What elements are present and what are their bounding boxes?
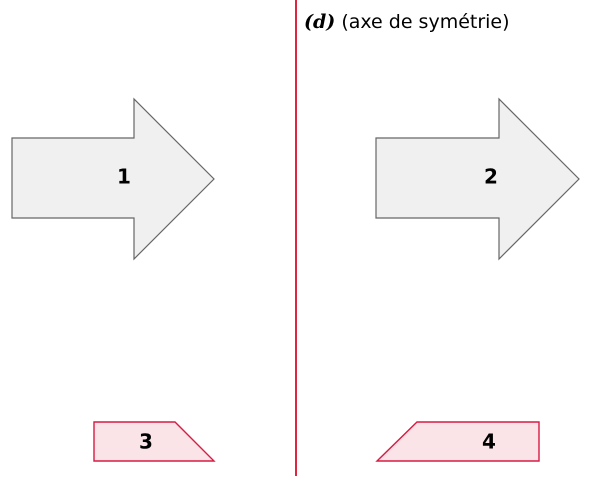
arrow-shape-1 xyxy=(11,97,215,261)
arrow-label-1: 1 xyxy=(117,165,131,189)
arrow-label-2: 2 xyxy=(484,165,498,189)
trapezoid-label-3: 3 xyxy=(139,430,153,454)
axis-name: (d) xyxy=(304,11,336,33)
axis-caption-text: (axe de symétrie) xyxy=(341,11,510,33)
trapezoid-shape-4 xyxy=(375,421,540,462)
axis-caption: (d) (axe de symétrie) xyxy=(304,10,510,34)
trapezoid-shape-3 xyxy=(93,421,216,462)
trapezoid-label-4: 4 xyxy=(482,430,496,454)
arrow-shape-2 xyxy=(375,97,580,261)
